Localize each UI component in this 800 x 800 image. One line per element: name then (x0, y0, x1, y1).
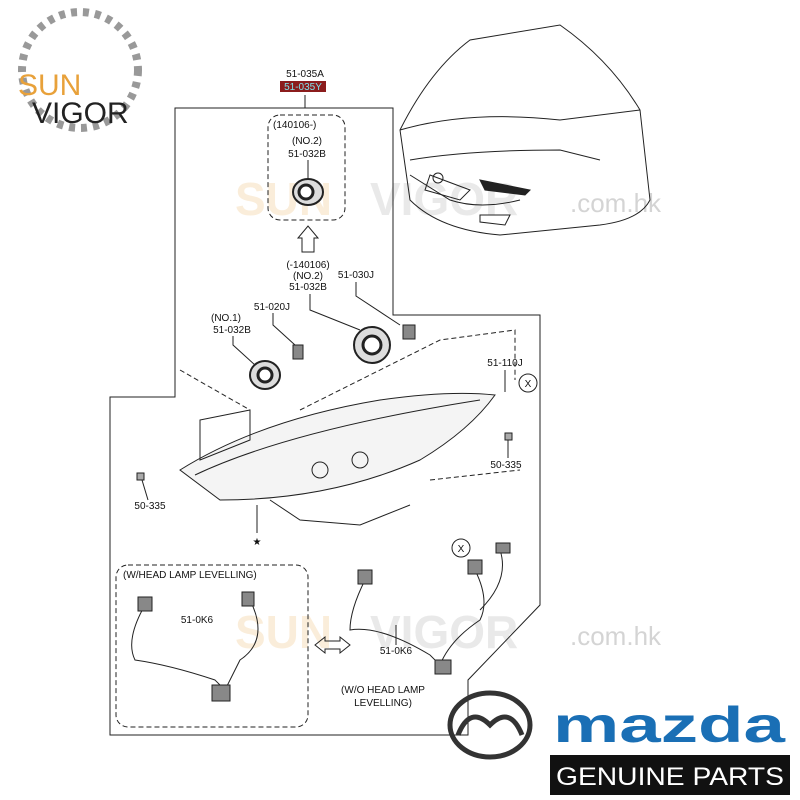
label-bulb: 51-030J (338, 270, 374, 281)
label-without-levelling: LEVELLING) (354, 698, 412, 709)
label-bulb: 51-110J (487, 358, 522, 369)
label-bulb: 51-020J (254, 302, 290, 313)
label-harness: 51-0K6 (380, 646, 413, 657)
svg-text:.com.hk: .com.hk (570, 621, 662, 651)
svg-text:SUN: SUN (235, 606, 332, 658)
bulb-icon (402, 324, 416, 340)
mazda-wordmark: mazda (553, 697, 787, 753)
label-cap: 51-032B (288, 149, 326, 160)
clip-icon (504, 432, 513, 441)
label-no2: (NO.2) (292, 136, 322, 147)
label-date-before: (-140106) (286, 260, 329, 271)
up-arrow-icon (296, 225, 320, 253)
x-marker-label: X (458, 544, 465, 555)
label-assembly-alt: 51-035Y (284, 82, 322, 93)
svg-text:VIGOR: VIGOR (370, 606, 518, 658)
logo-vigor: VIGOR (32, 97, 129, 130)
label-cap: 51-032B (213, 325, 251, 336)
label-date-after: (140106-) (273, 120, 316, 131)
label-with-levelling: (W/HEAD LAMP LEVELLING) (123, 570, 257, 581)
x-marker (518, 373, 538, 393)
headlamp-assembly (179, 329, 521, 526)
svg-text:.com.hk: .com.hk (570, 188, 662, 218)
bulb-icon (292, 344, 304, 360)
label-no1: (NO.1) (211, 313, 241, 324)
genuine-parts-bar (550, 755, 790, 795)
logo-sun: SUN (18, 69, 81, 102)
wiring-harness (131, 591, 259, 702)
star-marker: ★ (253, 537, 262, 548)
label-no2: (NO.2) (293, 271, 323, 282)
label-assembly: 51-035A (286, 69, 324, 80)
car-illustration (399, 24, 651, 236)
mazda-emblem (447, 690, 533, 760)
label-without-levelling: (W/O HEAD LAMP (341, 685, 425, 696)
label-cap: 51-032B (289, 282, 327, 293)
assembly-outline (109, 107, 541, 736)
dust-cap-icon (249, 360, 281, 390)
wiring-harness (349, 542, 511, 675)
watermark-top: SUN VIGOR .com.hk (235, 173, 662, 225)
x-marker-label: X (525, 379, 532, 390)
genuine-parts-text: GENUINE PARTS (556, 763, 784, 791)
sunvigor-logo: SUN VIGOR (12, 8, 142, 132)
clip-icon (136, 472, 145, 481)
dust-cap-icon (353, 326, 391, 364)
dust-cap-icon (292, 178, 324, 206)
label-clip: 50-335 (134, 501, 166, 512)
svg-text:VIGOR: VIGOR (370, 173, 518, 225)
label-clip: 50-335 (490, 460, 522, 471)
swap-arrow-icon (314, 635, 351, 655)
label-harness: 51-0K6 (181, 615, 214, 626)
x-marker (451, 538, 471, 558)
